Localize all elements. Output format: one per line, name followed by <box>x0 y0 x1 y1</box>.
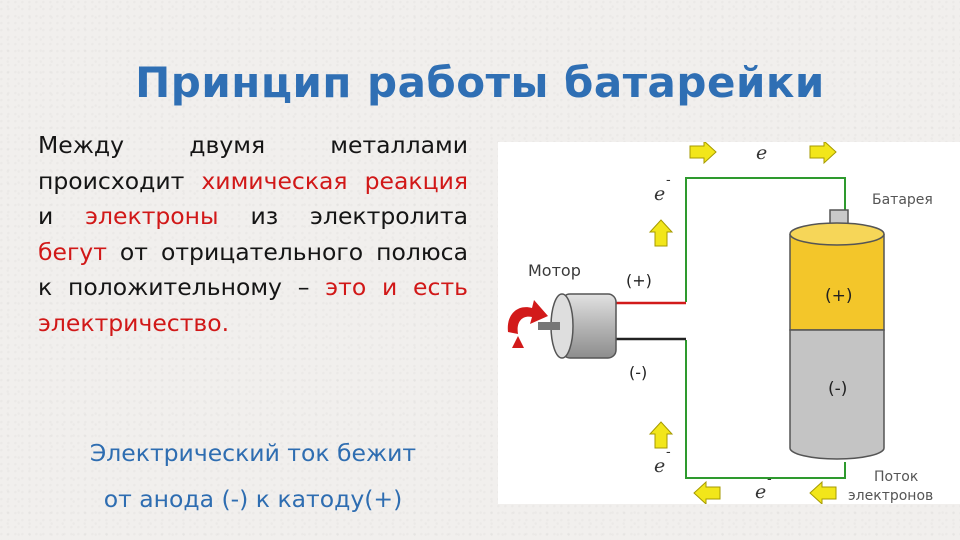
electron-symbol: e <box>755 481 766 503</box>
battery-negative-half <box>789 329 885 460</box>
paragraph-text-1: Между двумя металлами происходит <box>38 131 468 195</box>
circuit-wire-bottom <box>685 340 846 479</box>
battery-diagram-svg: e e - e - e - Мотор (+) (-) Батарея (+) … <box>507 142 933 504</box>
current-line-1: Электрический ток бежит <box>89 439 417 467</box>
highlight-chemical-reaction: химическая реакция <box>201 166 468 195</box>
battery-label: Батарея <box>872 192 933 208</box>
rotation-arrow-tail-icon <box>512 336 524 348</box>
rotation-arrow-icon <box>507 300 548 334</box>
arrow-up-icon <box>648 421 674 449</box>
arrow-right-icon <box>809 142 837 165</box>
motor-minus-label: (-) <box>629 363 647 382</box>
arrow-right-icon <box>689 142 717 165</box>
electron-flow-label-2: электронов <box>848 488 933 504</box>
electron-flow-label: Поток <box>874 469 918 485</box>
highlight-electrons: электроны <box>85 202 219 230</box>
motor <box>538 293 617 359</box>
battery-minus-label: (-) <box>828 379 847 399</box>
slide-title: Принцип работы батарейки <box>135 58 825 107</box>
electron-charge: - <box>767 472 772 487</box>
explanation-paragraph: Между двумя металлами происходит химичес… <box>38 128 468 341</box>
motor-plus-label: (+) <box>626 271 652 290</box>
electron-charge: - <box>666 173 671 188</box>
paragraph-text-2: и <box>38 202 86 230</box>
arrow-up-icon <box>648 219 674 247</box>
electron-charge: - <box>666 445 671 460</box>
electron-symbol: e <box>756 142 767 164</box>
current-line-2: от анода (-) к катоду(+) <box>103 485 403 513</box>
battery-diagram: e e - e - e - Мотор (+) (-) Батарея (+) … <box>498 142 960 504</box>
battery-plus-label: (+) <box>825 286 853 306</box>
electron-symbol: e <box>654 183 665 205</box>
arrow-left-icon <box>693 480 721 504</box>
motor-label: Мотор <box>528 261 581 280</box>
battery <box>789 209 885 460</box>
battery-positive-half <box>789 234 885 331</box>
highlight-run: бегут <box>38 237 107 266</box>
arrow-left-icon <box>809 480 837 504</box>
current-direction-text: Электрический ток бежит от анода (-) к к… <box>38 430 468 522</box>
paragraph-text-4: от отрицательного полюса к положительном… <box>38 237 468 302</box>
highlight-electricity: это и есть электричество. <box>38 273 468 337</box>
electron-symbol: e <box>654 455 665 477</box>
paragraph-text-3: из электролита <box>218 202 468 230</box>
circuit-wire-top <box>685 177 846 302</box>
